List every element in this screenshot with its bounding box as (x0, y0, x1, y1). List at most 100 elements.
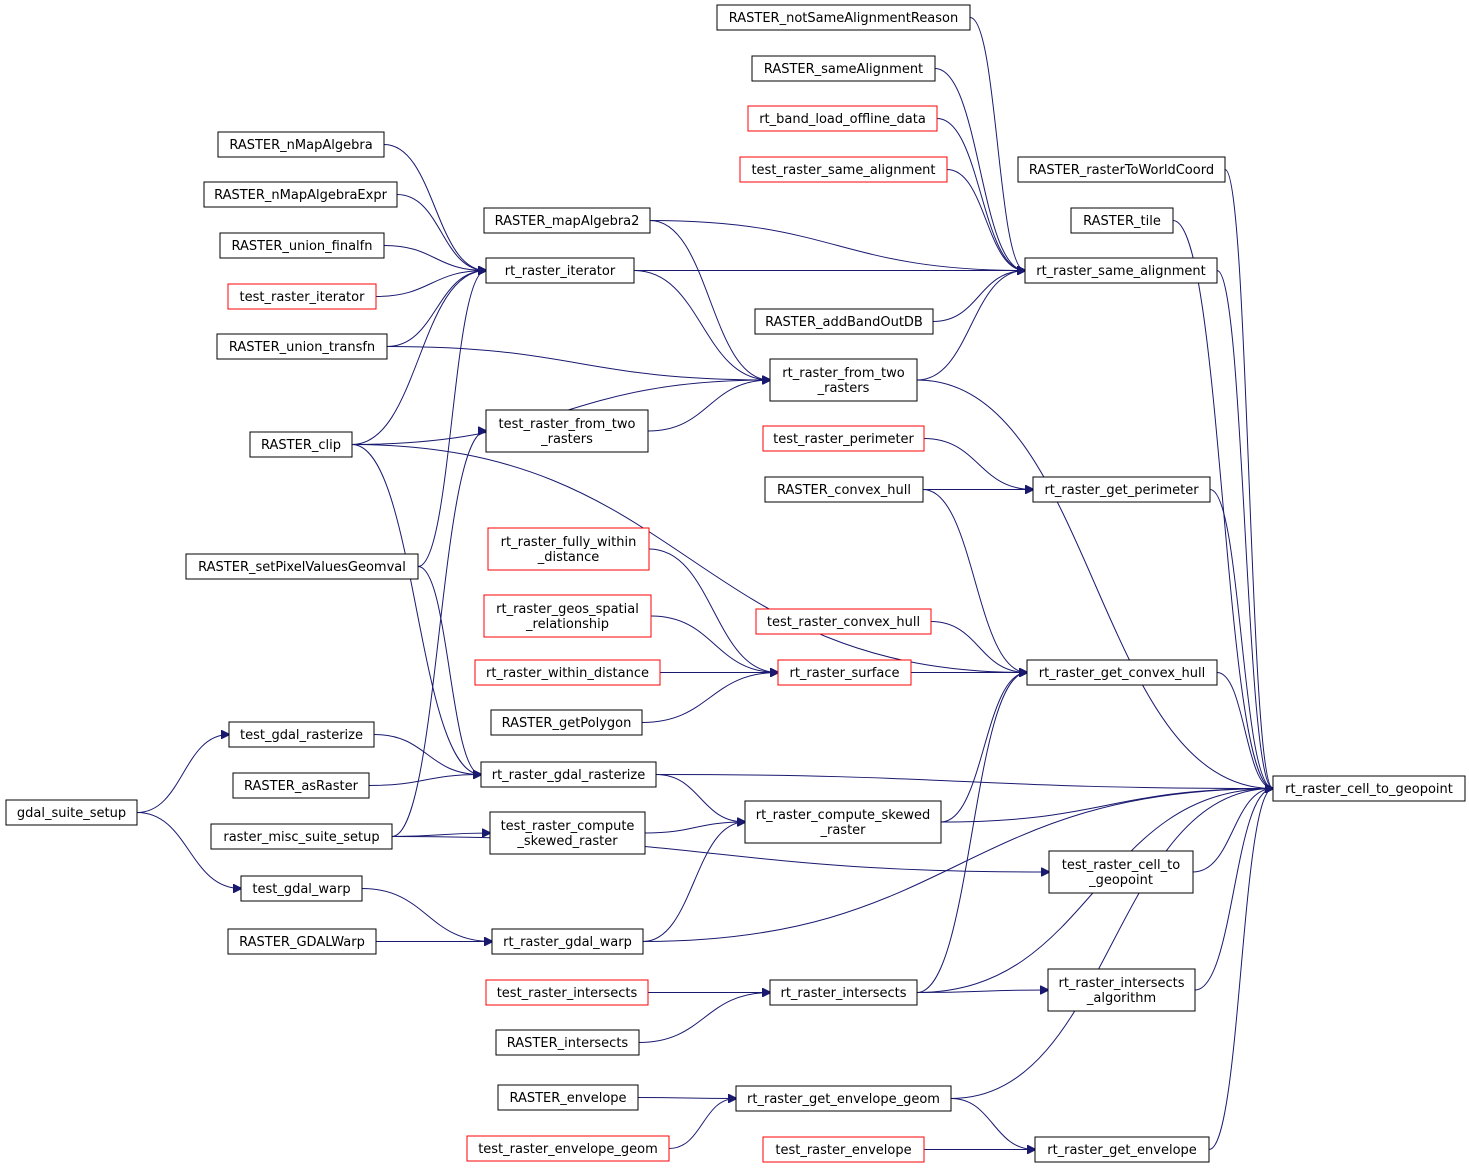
edge-rints-to-rint (638, 993, 770, 1043)
node-label-ria-0: rt_raster_intersects (1058, 976, 1184, 991)
edge-rgeg-to-rge (950, 1098, 1035, 1150)
node-rnmae[interactable]: RASTER_nMapAlgebraExpr (203, 181, 398, 208)
node-trcsr[interactable]: test_raster_compute_skewed_raster (489, 811, 646, 855)
node-renv[interactable]: RASTER_envelope (497, 1084, 639, 1111)
node-tgw[interactable]: test_gdal_warp (240, 875, 363, 902)
node-rgdw[interactable]: RASTER_GDALWarp (227, 928, 377, 955)
node-trctg[interactable]: test_raster_cell_to_geopoint (1048, 850, 1194, 894)
node-rwd[interactable]: rt_raster_within_distance (474, 659, 661, 686)
node-box-tre (762, 1136, 925, 1163)
node-rgsr[interactable]: rt_raster_geos_spatial_relationship (483, 594, 652, 638)
node-rgeg[interactable]: rt_raster_get_envelope_geom (735, 1085, 952, 1112)
node-rftr[interactable]: rt_raster_from_two_rasters (769, 358, 918, 402)
edge-treg-to-rgeg (668, 1099, 736, 1149)
node-label-rint-0: rt_raster_intersects (780, 986, 906, 1001)
node-rgch[interactable]: rt_raster_get_convex_hull (1026, 659, 1218, 686)
node-box-blod (747, 105, 938, 132)
node-box-rints (495, 1029, 640, 1056)
node-label-rge-0: rt_raster_get_envelope (1047, 1143, 1197, 1158)
node-tri[interactable]: test_raster_iterator (227, 283, 377, 310)
node-rch[interactable]: RASTER_convex_hull (764, 476, 924, 503)
node-tre[interactable]: test_raster_envelope (762, 1136, 925, 1163)
node-trftr[interactable]: test_raster_from_two_rasters (485, 409, 649, 453)
node-box-trcsr (489, 811, 646, 855)
node-rabo[interactable]: RASTER_addBandOutDB (754, 308, 934, 335)
node-label-rgw-0: rt_raster_gdal_warp (503, 935, 632, 950)
node-box-rgr (480, 761, 657, 788)
node-rspv[interactable]: RASTER_setPixelValuesGeomval (185, 553, 419, 580)
node-label-rwd-0: rt_raster_within_distance (486, 666, 649, 681)
node-rtwc[interactable]: RASTER_rasterToWorldCoord (1017, 156, 1226, 183)
node-label-rgp-0: rt_raster_get_perimeter (1044, 483, 1199, 498)
node-label-trp-0: test_raster_perimeter (773, 432, 914, 447)
node-label-rmss-0: raster_misc_suite_setup (223, 830, 379, 845)
edge-blod-to-rsame (936, 118, 1025, 271)
node-rmap2[interactable]: RASTER_mapAlgebra2 (483, 207, 651, 234)
node-rmss[interactable]: raster_misc_suite_setup (210, 823, 393, 850)
node-blod[interactable]: rt_band_load_offline_data (747, 105, 938, 132)
node-rut[interactable]: RASTER_union_transfn (216, 333, 388, 360)
node-nsar[interactable]: RASTER_notSameAlignmentReason (716, 4, 971, 31)
node-rasr[interactable]: RASTER_asRaster (232, 772, 370, 799)
node-label-tgr-0: test_gdal_rasterize (240, 728, 363, 743)
node-rgpoly[interactable]: RASTER_getPolygon (490, 709, 643, 736)
node-box-rsurf (777, 659, 912, 686)
node-label-renv-0: RASTER_envelope (509, 1091, 626, 1106)
node-tri2[interactable]: test_raster_intersects (485, 979, 649, 1006)
node-rsurf[interactable]: rt_raster_surface (777, 659, 912, 686)
node-label-rgsr-1: _relationship (525, 617, 609, 632)
node-rnma[interactable]: RASTER_nMapAlgebra (217, 131, 385, 158)
edge-gss-to-tgr (136, 735, 229, 813)
node-box-rgp (1032, 476, 1211, 503)
node-box-rftr (769, 358, 918, 402)
edge-tgr-to-rgr (373, 734, 481, 775)
node-rfwd[interactable]: rt_raster_fully_within_distance (487, 527, 650, 571)
edge-rnma-to-rit (383, 144, 486, 271)
node-trp[interactable]: test_raster_perimeter (762, 425, 925, 452)
node-label-tri2-0: test_raster_intersects (497, 986, 638, 1001)
node-rcsr[interactable]: rt_raster_compute_skewed_raster (744, 800, 942, 844)
node-label-trcsr-0: test_raster_compute (501, 819, 635, 834)
node-box-tgw (240, 875, 363, 902)
node-treg[interactable]: test_raster_envelope_geom (466, 1135, 670, 1162)
node-label-nsar-0: RASTER_notSameAlignmentReason (729, 11, 959, 26)
node-rtile[interactable]: RASTER_tile (1070, 207, 1174, 234)
node-rgr[interactable]: rt_raster_gdal_rasterize (480, 761, 657, 788)
node-label-trcsr-1: _skewed_raster (516, 834, 618, 849)
node-rclip[interactable]: RASTER_clip (249, 431, 353, 458)
node-trsa[interactable]: test_raster_same_alignment (739, 156, 948, 183)
node-label-rabo-0: RASTER_addBandOutDB (765, 315, 923, 330)
node-box-gss (5, 799, 138, 826)
node-rgp[interactable]: rt_raster_get_perimeter (1032, 476, 1211, 503)
edge-rftr-to-rsame (916, 271, 1025, 381)
node-rint[interactable]: rt_raster_intersects (769, 979, 918, 1006)
node-box-rwd (474, 659, 661, 686)
node-box-trctg (1048, 850, 1194, 894)
node-rgw[interactable]: rt_raster_gdal_warp (491, 928, 644, 955)
node-label-gss-0: gdal_suite_setup (17, 806, 126, 821)
edge-rgeg-to-root (950, 789, 1273, 1099)
node-box-trftr (485, 409, 649, 453)
node-rints[interactable]: RASTER_intersects (495, 1029, 640, 1056)
node-rsame[interactable]: rt_raster_same_alignment (1024, 257, 1218, 284)
node-label-blod-0: rt_band_load_offline_data (759, 112, 926, 127)
edge-rclip-to-rit (351, 271, 486, 445)
node-box-rgeg (735, 1085, 952, 1112)
edge-rtwc-to-root (1224, 169, 1273, 789)
node-box-rspv (185, 553, 419, 580)
node-box-rmss (210, 823, 393, 850)
node-ruf[interactable]: RASTER_union_finalfn (219, 232, 385, 259)
node-label-rsurf-0: rt_raster_surface (789, 666, 899, 681)
edge-rmap2-to-rsame (649, 220, 1025, 271)
node-box-ria (1047, 968, 1196, 1012)
node-rit[interactable]: rt_raster_iterator (485, 257, 635, 284)
node-rge[interactable]: rt_raster_get_envelope (1034, 1136, 1210, 1163)
node-trch[interactable]: test_raster_convex_hull (755, 608, 932, 635)
node-gss[interactable]: gdal_suite_setup (5, 799, 138, 826)
node-rsa[interactable]: RASTER_sameAlignment (751, 55, 936, 82)
node-label-trch-0: test_raster_convex_hull (767, 615, 920, 630)
node-label-trftr-1: _rasters (540, 432, 593, 447)
node-tgr[interactable]: test_gdal_rasterize (228, 721, 375, 748)
node-ria[interactable]: rt_raster_intersects_algorithm (1047, 968, 1196, 1012)
